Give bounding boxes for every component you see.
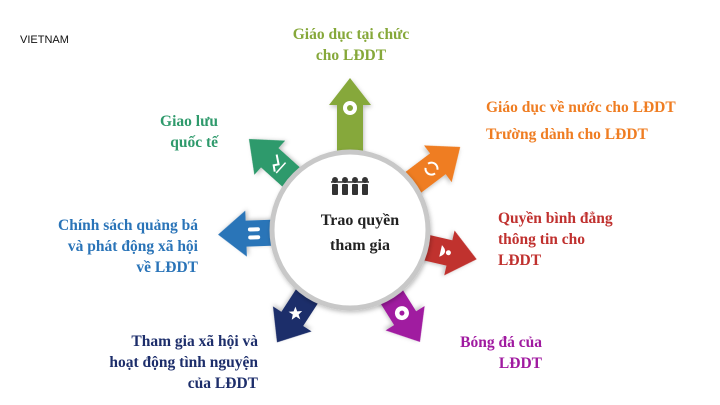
label-equal-information: Quyền bình đẳng thông tin cho LĐDT — [498, 210, 613, 269]
country-label: VIETNAM — [20, 34, 69, 46]
hand-care-icon — [439, 245, 451, 257]
label-education-workplace: Giáo dục tại chức cho LĐDT — [292, 26, 410, 64]
head-gear-icon — [343, 101, 357, 115]
label-football: Bóng đá của LĐDT — [460, 334, 542, 372]
arrow-education-workplace — [329, 78, 371, 165]
label-volunteering: Tham gia xã hội và hoạt động tình nguyện… — [109, 333, 258, 392]
center-title: Trao quyền tham gia — [290, 208, 430, 258]
people-icon — [247, 227, 261, 240]
people-group-icon — [331, 177, 369, 195]
label-social-promotion: Chính sách quảng bá và phát động xã hội … — [58, 217, 198, 276]
chart-icon — [272, 154, 287, 174]
center-hub — [269, 149, 431, 311]
label-international-exchange: Giao lưu quốc tế — [160, 113, 218, 151]
soccer-ball-icon — [394, 306, 409, 321]
label-education-schools: Giáo dục về nước cho LĐDT Trường dành ch… — [486, 99, 676, 143]
arrow-social-promotion — [218, 210, 286, 257]
star-hands-icon — [288, 306, 303, 320]
center-line-1: Trao quyền — [320, 212, 400, 229]
center-line-2: tham gia — [330, 237, 390, 254]
